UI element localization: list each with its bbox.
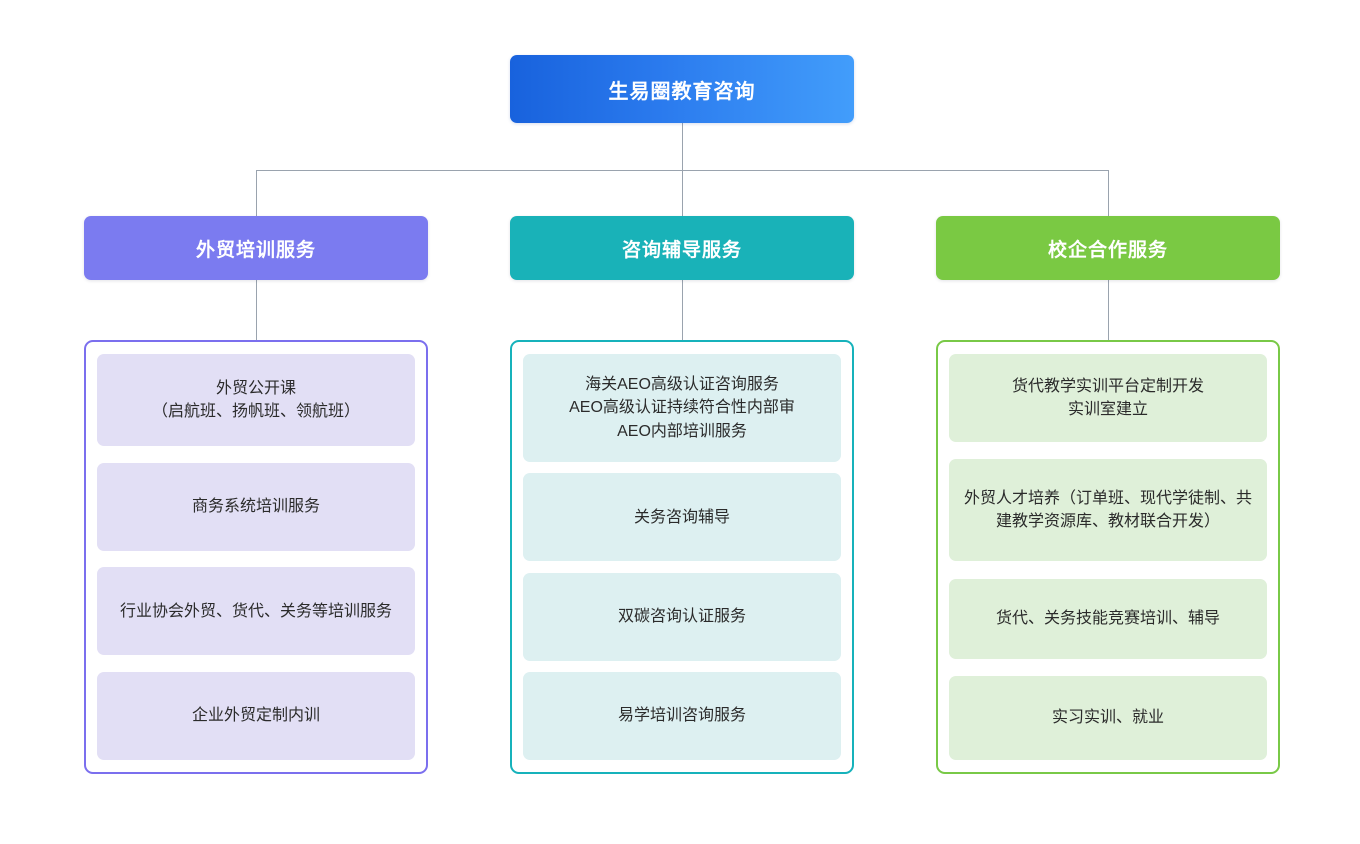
branch-body-2: 海关AEO高级认证咨询服务 AEO高级认证持续符合性内部审 AEO内部培训服务 …	[510, 340, 854, 774]
list-item[interactable]: 易学培训咨询服务	[523, 671, 841, 760]
connector-branch-3-body	[1108, 280, 1109, 340]
root-node[interactable]: 生易圈教育咨询	[510, 55, 854, 123]
list-item[interactable]: 商务系统培训服务	[97, 462, 415, 551]
branch-header-1-label: 外贸培训服务	[195, 239, 316, 261]
branch-column-3: 校企合作服务 货代教学实训平台定制开发 实训室建立 外贸人才培养（订单班、现代学…	[936, 216, 1280, 774]
branch-column-2: 咨询辅导服务 海关AEO高级认证咨询服务 AEO高级认证持续符合性内部审 AEO…	[510, 216, 854, 774]
connector-branch-1-drop	[256, 170, 257, 216]
root-node-label: 生易圈教育咨询	[608, 80, 756, 103]
branch-body-3: 货代教学实训平台定制开发 实训室建立 外贸人才培养（订单班、现代学徒制、共建教学…	[936, 340, 1280, 774]
list-item[interactable]: 行业协会外贸、货代、关务等培训服务	[97, 567, 415, 656]
connector-branch-3-drop	[1108, 170, 1109, 216]
list-item[interactable]: 实习实训、就业	[949, 675, 1267, 760]
list-item[interactable]: 外贸人才培养（订单班、现代学徒制、共建教学资源库、教材联合开发）	[949, 459, 1267, 562]
branch-column-1: 外贸培训服务 外贸公开课 （启航班、扬帆班、领航班） 商务系统培训服务 行业协会…	[84, 216, 428, 774]
list-item[interactable]: 货代教学实训平台定制开发 实训室建立	[949, 354, 1267, 442]
list-item[interactable]: 企业外贸定制内训	[97, 671, 415, 760]
branch-header-3[interactable]: 校企合作服务	[936, 216, 1280, 280]
list-item[interactable]: 海关AEO高级认证咨询服务 AEO高级认证持续符合性内部审 AEO内部培训服务	[523, 354, 841, 462]
connector-branch-1-body	[256, 280, 257, 340]
connector-branch-2-body	[682, 280, 683, 340]
list-item[interactable]: 货代、关务技能竞赛培训、辅导	[949, 578, 1267, 659]
list-item[interactable]: 外贸公开课 （启航班、扬帆班、领航班）	[97, 354, 415, 446]
connector-root-stem	[682, 123, 683, 170]
list-item[interactable]: 关务咨询辅导	[523, 473, 841, 562]
branch-header-1[interactable]: 外贸培训服务	[84, 216, 428, 280]
connector-branch-2-drop	[682, 170, 683, 216]
branch-header-2[interactable]: 咨询辅导服务	[510, 216, 854, 280]
branch-header-2-label: 咨询辅导服务	[621, 239, 742, 261]
branch-body-1: 外贸公开课 （启航班、扬帆班、领航班） 商务系统培训服务 行业协会外贸、货代、关…	[84, 340, 428, 774]
branch-header-3-label: 校企合作服务	[1047, 239, 1168, 261]
connector-horizontal-bus	[256, 170, 1109, 171]
list-item[interactable]: 双碳咨询认证服务	[523, 572, 841, 661]
